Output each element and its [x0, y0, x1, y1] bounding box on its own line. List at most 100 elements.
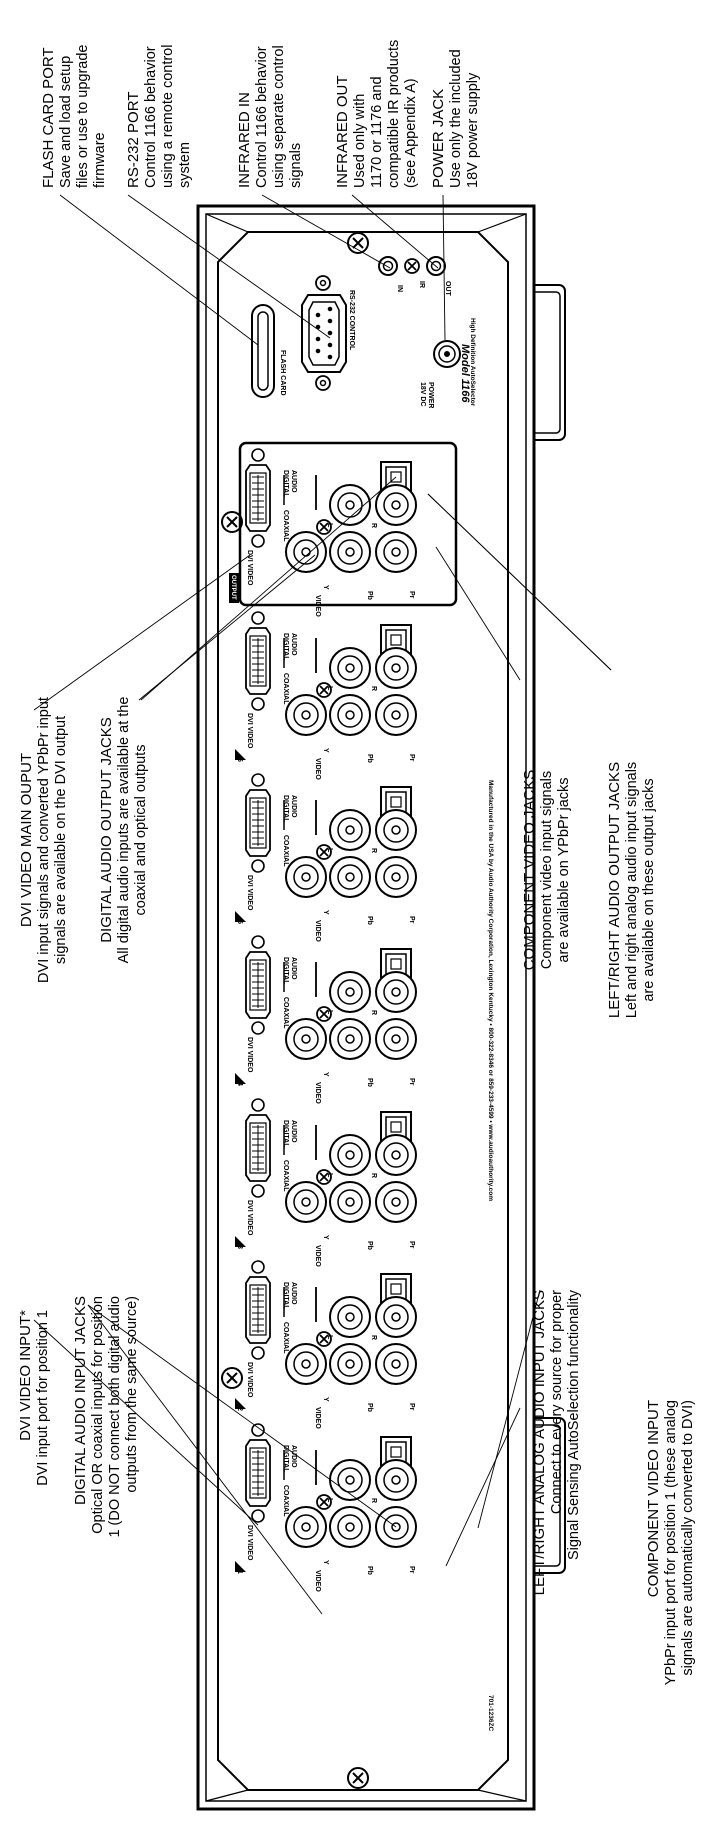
callout-digital-in-line: outputs from the same source) — [124, 1296, 140, 1493]
digital-label: DIGITAL — [282, 795, 289, 823]
position-badge: 4 — [235, 1073, 246, 1086]
position-number: 4 — [236, 1082, 243, 1086]
rca-jack — [329, 647, 371, 689]
video-label: VIDEO — [314, 1245, 321, 1267]
audio-label: AUDIO — [290, 1120, 297, 1143]
r-label: R — [370, 686, 377, 691]
screw-icon — [316, 1006, 332, 1022]
callout-flash-line: files or use to upgrade — [75, 45, 91, 188]
position-badge: 1 — [235, 1561, 246, 1574]
panel-labels: FLASH CARD RS-232 CONTROL IN IR OUT 18V … — [279, 281, 494, 1731]
callout-dvi-in-line: DVI input port for position 1 — [35, 1310, 51, 1486]
ir-out-label: OUT — [444, 281, 451, 297]
rca-jack — [329, 1018, 371, 1060]
screw-icon — [347, 1767, 369, 1789]
dvi-video-label: DVI VIDEO — [246, 713, 253, 749]
callout-component-in: COMPONENT VIDEO INPUT YPbPr input port f… — [645, 1400, 696, 1685]
digital-label: DIGITAL — [282, 1120, 289, 1148]
callout-ir-out-line: 1170 or 1176 and — [369, 76, 385, 188]
footer-label: Manufactured in the USA by Audio Authori… — [487, 780, 494, 1201]
screw-icon — [316, 844, 332, 860]
pr-label: Pr — [408, 1078, 415, 1086]
callout-digital-in-line: 1 (DO NOT connect both digital audio — [107, 1296, 123, 1538]
callout-dvi-in-title: DVI VIDEO INPUT* — [17, 1310, 34, 1441]
flash-card-slot — [251, 304, 275, 398]
rca-jack — [285, 1018, 327, 1060]
callout-ir-in-line: using separate control — [271, 45, 287, 188]
callout-flash: FLASH CARD PORT Save and load setup file… — [40, 45, 108, 188]
position-number: 1 — [236, 1570, 243, 1574]
pr-label: Pr — [408, 754, 415, 762]
callout-flash-title: FLASH CARD PORT — [40, 47, 57, 188]
pb-label: Pb — [366, 916, 373, 925]
rca-jack — [329, 1343, 371, 1385]
callout-lr-out-line: are available on these output jacks — [641, 778, 657, 1001]
callout-component-out-line: are available on YPbPr jacks — [556, 777, 572, 962]
y-label: Y — [322, 1072, 329, 1077]
dvi-video-label: DVI VIDEO — [246, 875, 253, 911]
callout-lr-out: LEFT/RIGHT AUDIO OUTPUT JACKS Left and r… — [606, 762, 657, 1018]
rca-jack — [375, 1181, 417, 1223]
rca-jack — [375, 1296, 417, 1338]
dvi-connector — [245, 448, 271, 548]
rca-jack — [375, 647, 417, 689]
output-tag-bg — [229, 573, 239, 603]
callout-lr-in-line: Connect to every source for proper — [549, 1290, 565, 1514]
pb-label: Pb — [366, 1566, 373, 1575]
output-tag-label: OUTPUT — [230, 575, 236, 600]
digital-label: DIGITAL — [282, 470, 289, 498]
rca-jack — [329, 531, 371, 573]
callout-lr-out-line: Left and right analog audio input signal… — [624, 762, 640, 1018]
r-label: R — [370, 1010, 377, 1015]
video-label: VIDEO — [314, 1407, 321, 1429]
rca-jack — [329, 1459, 371, 1501]
rca-jack — [329, 809, 371, 851]
y-label: Y — [322, 748, 329, 753]
dvi-connector — [245, 935, 271, 1035]
position-number: 5 — [236, 920, 243, 924]
position-badge: 5 — [235, 911, 246, 924]
rca-jack — [375, 694, 417, 736]
coaxial-label: COAXIAL — [282, 997, 289, 1029]
position-badge: 3 — [235, 1236, 246, 1249]
y-label: Y — [322, 1560, 329, 1565]
audio-label: AUDIO — [290, 1445, 297, 1468]
position-number: 3 — [236, 1245, 243, 1249]
callout-digital-in: DIGITAL AUDIO INPUT JACKS Optical OR coa… — [72, 1296, 140, 1538]
dvi-connector — [245, 611, 271, 711]
callout-ir-out: INFRARED OUT Used only with 1170 or 1176… — [334, 40, 419, 188]
callout-rs232-line: system — [177, 142, 193, 188]
rca-jack — [329, 694, 371, 736]
pr-label: Pr — [408, 1566, 415, 1574]
callout-digital-out: DIGITAL AUDIO OUTPUT JACKS All digital a… — [98, 697, 149, 964]
rca-jack — [329, 1181, 371, 1223]
coaxial-label: COAXIAL — [282, 1160, 289, 1192]
r-label: R — [370, 1498, 377, 1503]
rca-jack — [329, 856, 371, 898]
screw-icon — [221, 1367, 243, 1389]
output-frame — [238, 441, 458, 607]
dvi-video-label: DVI VIDEO — [246, 1525, 253, 1561]
callout-dvi-out: DVI VIDEO MAIN OUPUT DVI input signals a… — [18, 697, 69, 983]
callout-ir-out-line: compatible IR products — [386, 40, 402, 188]
rca-jack — [329, 1134, 371, 1176]
callout-digital-in-title: DIGITAL AUDIO INPUT JACKS — [72, 1296, 89, 1505]
rca-jack — [375, 484, 417, 526]
callout-lr-in-line: Signal Sensing AutoSelection functionali… — [566, 1289, 582, 1560]
screw-icon — [221, 511, 243, 533]
y-label: Y — [322, 1235, 329, 1240]
y-label: Y — [322, 1397, 329, 1402]
video-label: VIDEO — [314, 1570, 321, 1592]
coaxial-label: COAXIAL — [282, 1485, 289, 1517]
callout-rs232-line: Control 1166 behavior — [143, 46, 159, 188]
callout-ir-out-line: (see Appendix A) — [403, 78, 419, 188]
y-label: Y — [322, 910, 329, 915]
rca-jack — [375, 531, 417, 573]
callout-flash-line: firmware — [92, 132, 108, 188]
callout-power-line: Use only the included — [448, 49, 464, 188]
screw-icon — [316, 1331, 332, 1347]
leader-lines — [33, 194, 612, 1615]
